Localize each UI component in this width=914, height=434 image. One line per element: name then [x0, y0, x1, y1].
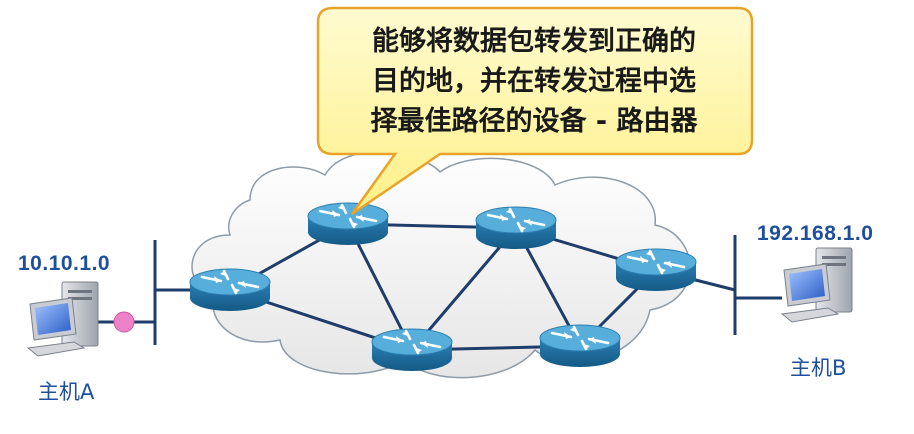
host-a-ip: 10.10.1.0	[18, 252, 111, 275]
host-b-ip: 192.168.1.0	[757, 222, 874, 245]
router-icon	[370, 327, 454, 373]
host-a-label: 主机A	[38, 380, 95, 404]
desktop-computer-icon	[27, 281, 99, 357]
callout-line: 择最佳路径的设备 - 路由器	[370, 106, 698, 137]
speech-callout	[316, 6, 754, 216]
router-icon	[614, 247, 698, 293]
port-dot	[113, 311, 135, 333]
host-a	[27, 240, 157, 357]
callout-text: 能够将数据包转发到正确的 目的地，并在转发过程中选 择最佳路径的设备 - 路由器	[318, 22, 750, 142]
callout-line: 目的地，并在转发过程中选	[372, 66, 696, 97]
desktop-computer-icon	[781, 247, 853, 323]
router-icon	[306, 201, 390, 247]
router-icon	[474, 205, 558, 251]
router-icon	[188, 267, 272, 313]
router-icon	[538, 323, 622, 369]
host-b	[733, 235, 853, 335]
callout-line: 能够将数据包转发到正确的	[372, 26, 696, 57]
host-b-label: 主机B	[790, 356, 847, 380]
